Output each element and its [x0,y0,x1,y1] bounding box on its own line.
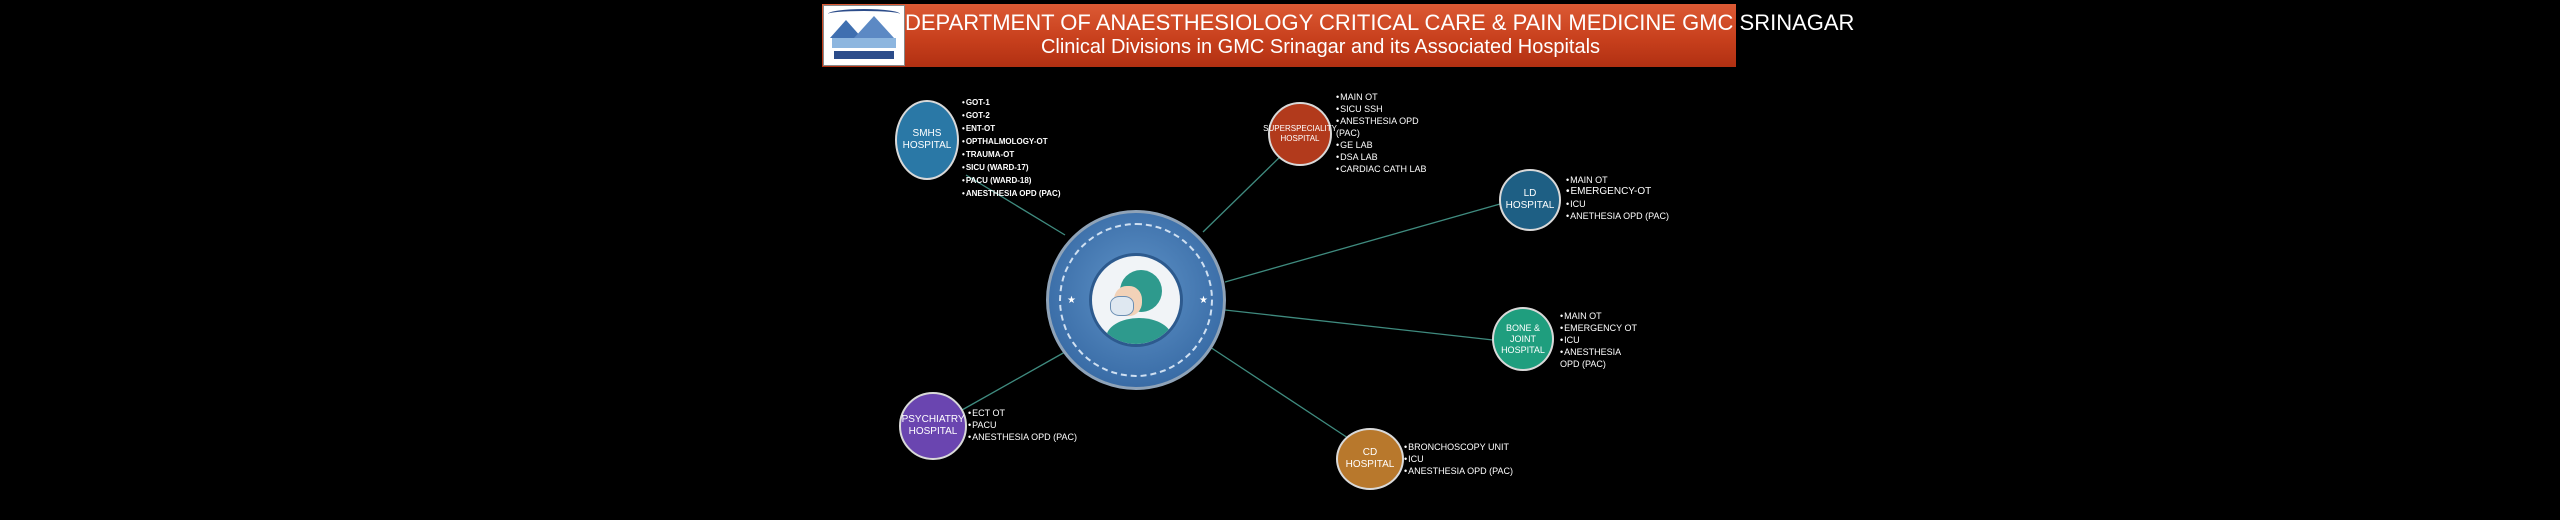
node-smhs-label: SMHS HOSPITAL [902,128,952,151]
connector-ld [1224,203,1501,283]
list-item: ANESTHESIA OPD (PAC) [1404,465,1513,477]
cd-units-list: BRONCHOSCOPY UNIT ICU ANESTHESIA OPD (PA… [1404,441,1513,477]
smhs-units-list: GOT-1 GOT-2 ENT-OT OPTHALMOLOGY-OT TRAUM… [962,96,1061,200]
node-bone-joint-label: BONE & JOINT HOSPITAL [1501,322,1545,355]
list-item: OPTHALMOLOGY-OT [962,135,1060,148]
list-item: ANESTHESIA OPD (PAC) [1560,346,1640,370]
node-psychiatry-hospital: PSYCHIATRY HOSPITAL [899,392,967,460]
list-item: BRONCHOSCOPY UNIT [1404,441,1513,453]
node-cd-label: CD HOSPITAL [1345,447,1395,470]
connector-bone-joint [1224,309,1494,341]
list-item: MAIN OT [1566,174,1669,186]
list-item: ENT-OT [962,122,1060,135]
list-item: ICU [1566,198,1669,210]
list-item: GOT-1 [962,96,1060,109]
node-ld-label: LD HOSPITAL [1505,188,1555,211]
list-item: MAIN OT [1560,310,1640,322]
node-superspeciality-hospital: SUPERSPECIALITY HOSPITAL [1263,102,1337,166]
list-item: TRAUMA-OT [962,148,1060,161]
list-item: CARDIAC CATH LAB [1336,163,1428,175]
node-ld-hospital: LD HOSPITAL [1499,169,1561,231]
ld-units-list: MAIN OT EMERGENCY-OT ICU ANETHESIA OPD (… [1566,174,1669,222]
list-item: ANESTHESIA OPD (PAC) [1336,115,1428,139]
list-item: GE LAB [1336,139,1428,151]
bone-joint-units-list: MAIN OT EMERGENCY OT ICU ANESTHESIA OPD … [1560,310,1640,370]
node-smhs-hospital: SMHS HOSPITAL [895,100,959,180]
list-item: ANESTHESIA OPD (PAC) [968,431,1077,443]
list-item: SICU (WARD-17) [962,161,1060,174]
college-logo [823,5,905,66]
list-item: SICU SSH [1336,103,1428,115]
list-item: ECT OT [968,407,1077,419]
page-subtitle: Clinical Divisions in GMC Srinagar and i… [1040,36,1601,58]
department-emblem: ★ ★ [1046,210,1226,390]
list-item: EMERGENCY-OT [1566,186,1669,198]
connector-superspeciality [1202,151,1286,233]
connector-cd [1209,346,1349,439]
title-banner [822,4,1736,67]
list-item: ANESTHESIA OPD (PAC) [962,187,1061,200]
list-item: PACU (WARD-18) [962,174,1060,187]
list-item: EMERGENCY OT [1560,322,1640,334]
list-item: ICU [1560,334,1640,346]
list-item: MAIN OT [1336,91,1428,103]
list-item: ICU [1404,453,1513,465]
list-item: PACU [968,419,1077,431]
list-item: ANETHESIA OPD (PAC) [1566,210,1669,222]
list-item: GOT-2 [962,109,1060,122]
psychiatry-units-list: ECT OT PACU ANESTHESIA OPD (PAC) [968,407,1077,443]
connector-psychiatry [961,351,1066,411]
node-superspeciality-label: SUPERSPECIALITY HOSPITAL [1263,124,1337,143]
list-item: DSA LAB [1336,151,1428,163]
node-cd-hospital: CD HOSPITAL [1336,428,1404,490]
page-title: DEPARTMENT OF ANAESTHESIOLOGY CRITICAL C… [905,10,1855,35]
node-psychiatry-label: PSYCHIATRY HOSPITAL [901,414,965,437]
superspeciality-units-list: MAIN OT SICU SSH ANESTHESIA OPD (PAC) GE… [1336,91,1428,175]
node-bone-joint-hospital: BONE & JOINT HOSPITAL [1492,307,1554,371]
